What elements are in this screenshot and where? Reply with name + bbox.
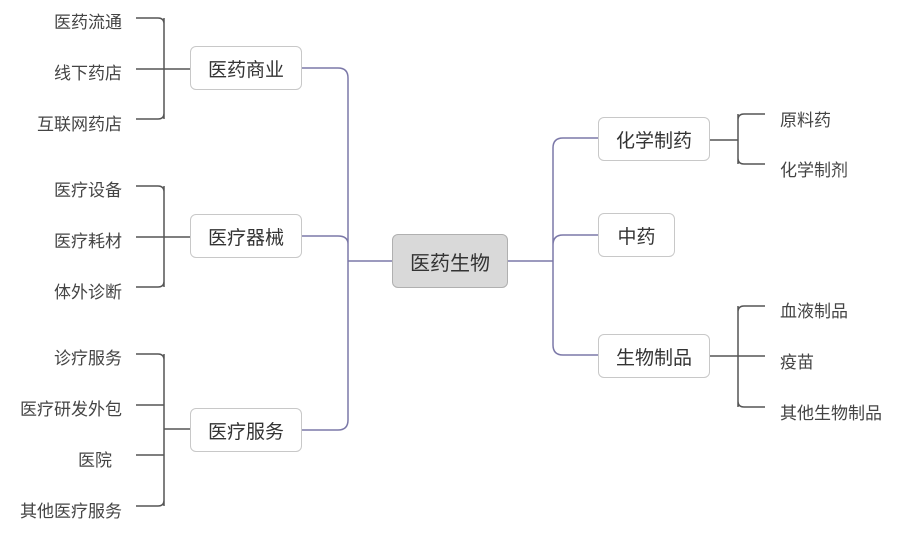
branch-label: 医疗服务 [207,420,284,443]
root-node[interactable]: 医药生物 [392,234,508,288]
leaf-node[interactable]: 其他医疗服务 [20,501,122,522]
leaf-node[interactable]: 原料药 [780,110,831,131]
leaf-node[interactable]: 其他生物制品 [780,403,882,424]
leaf-node[interactable]: 体外诊断 [54,282,122,303]
leaf-node[interactable]: 医疗研发外包 [20,399,122,420]
branch-yiliaoqixie[interactable]: 医疗器械 [190,214,302,258]
root-label: 医药生物 [410,250,490,275]
connector-group-yiliaoqixie [136,185,190,288]
branch-huaxuezhiyao[interactable]: 化学制药 [598,117,710,161]
leaf-node[interactable]: 血液制品 [780,301,848,322]
leaf-node[interactable]: 医疗设备 [54,180,122,201]
connector-group-yiyaoshangye [136,17,190,120]
connector-group-huaxuezhiyao [710,113,765,165]
branch-shengwuzhipin[interactable]: 生物制品 [598,334,710,378]
leaf-node[interactable]: 医疗耗材 [54,231,122,252]
leaf-node[interactable]: 医院 [78,450,112,471]
leaf-node[interactable]: 疫苗 [780,352,814,373]
leaf-node[interactable]: 互联网药店 [37,114,122,135]
branch-label: 化学制药 [615,129,692,152]
branch-yiyaoshangye[interactable]: 医药商业 [190,46,302,90]
leaf-node[interactable]: 医药流通 [54,12,122,33]
branch-label: 中药 [617,225,656,248]
branch-yiliaofuwu[interactable]: 医疗服务 [190,408,302,452]
connector-group-yiliaofuwu [136,353,190,507]
connector-root-to-left [302,67,392,431]
leaf-node[interactable]: 诊疗服务 [54,348,122,369]
branch-label: 生物制品 [615,346,692,369]
connector-root-to-right [508,137,598,356]
connector-group-shengwuzhipin [710,305,765,408]
branch-label: 医疗器械 [207,226,284,249]
branch-zhongyao[interactable]: 中药 [598,213,675,257]
branch-label: 医药商业 [207,58,284,81]
leaf-node[interactable]: 化学制剂 [780,160,848,181]
leaf-node[interactable]: 线下药店 [54,63,122,84]
